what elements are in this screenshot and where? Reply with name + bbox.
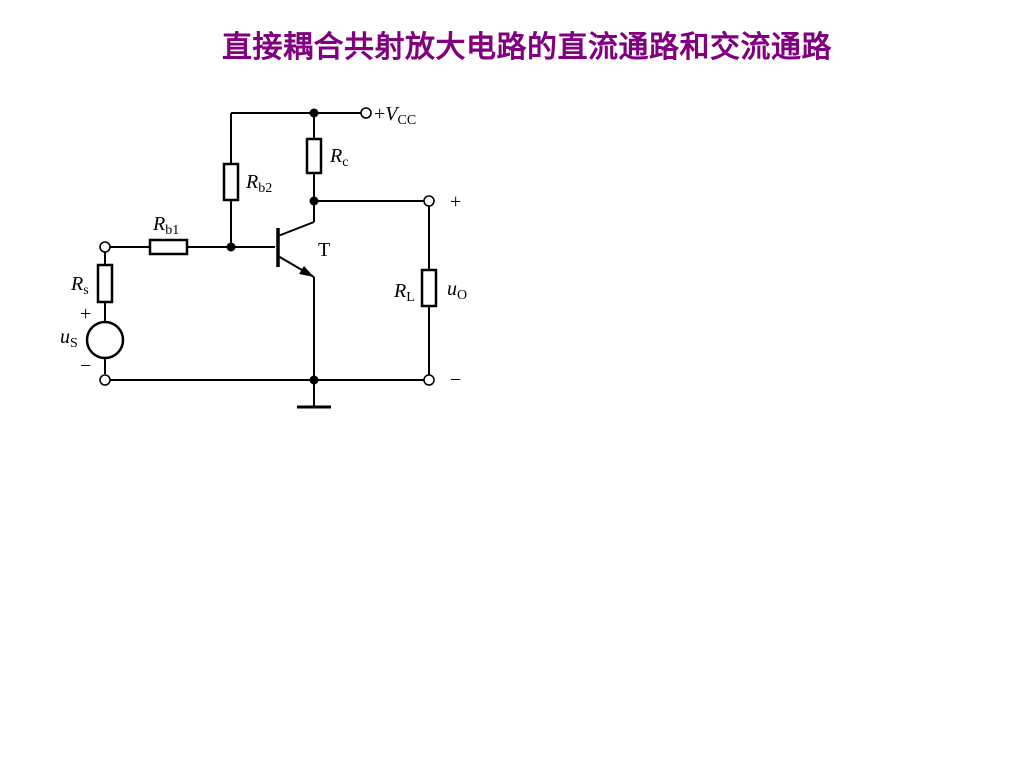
resistor-rl (420, 268, 438, 308)
source-plus-label: + (80, 303, 91, 325)
output-plus-label: + (450, 191, 461, 213)
rl-label: RL (393, 280, 415, 305)
junction-nodes (226, 108, 319, 385)
circuit-wires (104, 112, 430, 409)
output-minus-label: − (450, 369, 461, 391)
rs-label: Rs (70, 273, 89, 298)
rc-label: Rc (329, 145, 348, 170)
rb2-label: Rb2 (245, 171, 272, 196)
transistor-label: T (318, 239, 330, 261)
voltage-source (85, 320, 125, 360)
resistor-rb2 (222, 162, 240, 202)
terminals (99, 107, 435, 386)
rb1-label: Rb1 (152, 213, 179, 238)
transistor-symbol (276, 228, 314, 277)
output-label: uO (447, 278, 467, 303)
slide-title: 直接耦合共射放大电路的直流通路和交流通路 (222, 30, 832, 65)
resistor-rc (305, 137, 323, 175)
source-label: uS (60, 326, 78, 351)
source-minus-label: − (80, 355, 91, 377)
supply-label: +VCC (374, 103, 416, 128)
resistor-rb1 (148, 238, 189, 256)
resistor-rs (96, 263, 114, 304)
